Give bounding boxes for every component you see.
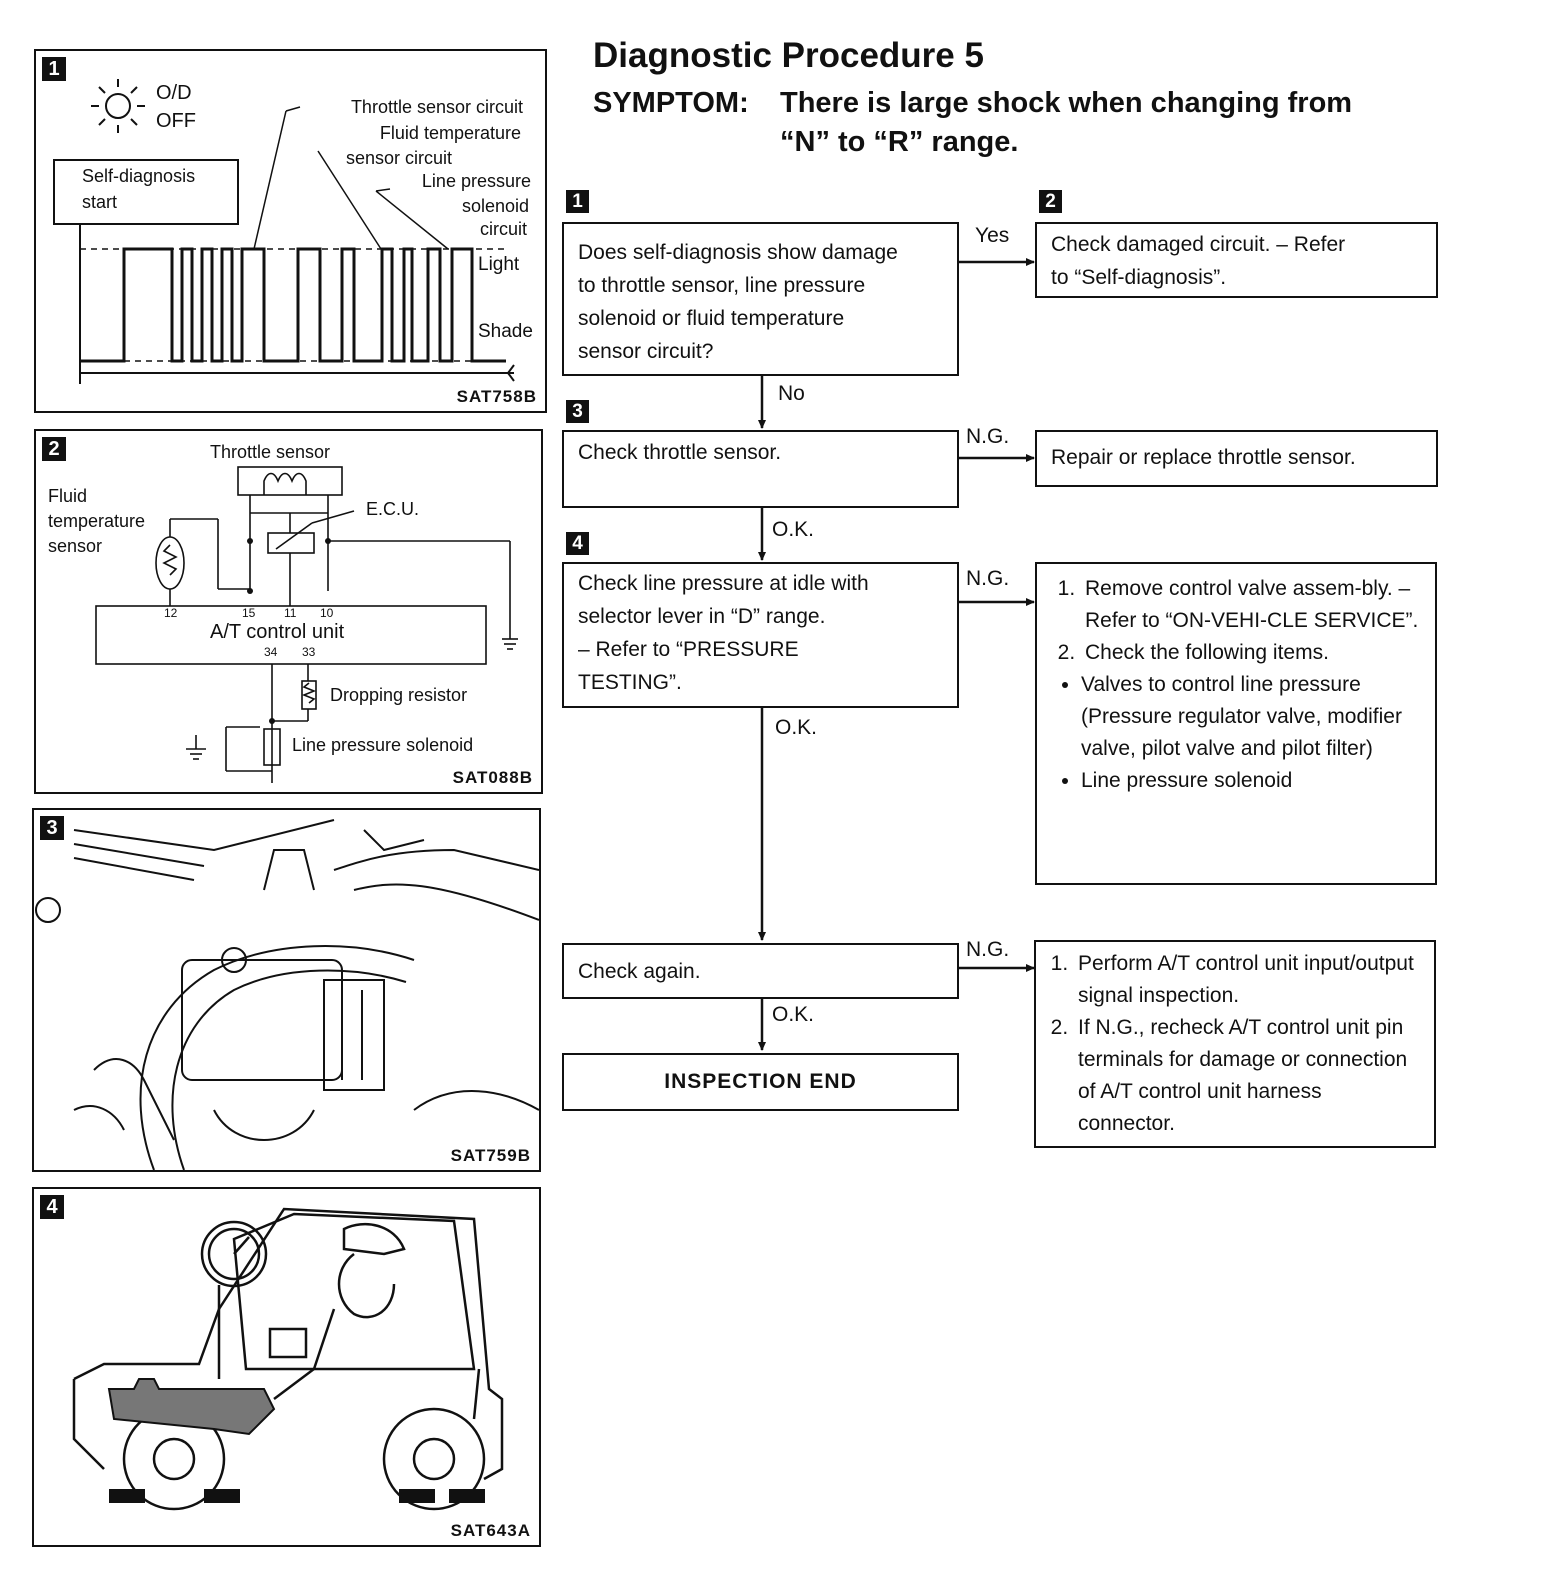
step-3-ng-text: Repair or replace throttle sensor. (1051, 446, 1356, 469)
step-4-line: selector lever in “D” range. (578, 605, 826, 628)
od-label: O/D (156, 82, 192, 104)
edge-label-yes: Yes (975, 224, 1010, 247)
inspection-end-box: INSPECTION END (562, 1053, 959, 1111)
self-diagnosis-waveform (53, 79, 515, 384)
check-again-box: Check again. (562, 943, 959, 999)
panel-throttle-sensor-illustration: 3 SAT759B (32, 808, 541, 1172)
step-4-ng-bullet: Valves to control line pressure (Pressur… (1081, 669, 1423, 765)
panel-number: 1 (42, 57, 66, 81)
line-pressure-label-2: solenoid (461, 196, 529, 216)
fluid-label-1: Fluid (48, 486, 88, 506)
step-1-line: Does self-diagnosis show damage (578, 241, 898, 264)
edge-label-no: No (778, 382, 805, 405)
shade-label: Shade (478, 321, 533, 342)
step-4-line: – Refer to “PRESSURE (578, 638, 799, 661)
step-4-line: TESTING”. (578, 671, 682, 694)
control-unit-label: A/T control unit (210, 621, 345, 643)
symptom-line-1: There is large shock when changing from (780, 87, 1353, 119)
fluid-label-3: sensor (48, 536, 103, 556)
step-1-question-box: Does self-diagnosis show damage to throt… (562, 222, 959, 376)
step-4-ng-list: Remove control valve assem-bly. – Refer … (1047, 573, 1423, 669)
step-1-badge: 1 (566, 190, 589, 213)
step-4-ng-item: Remove control valve assem-bly. – Refer … (1081, 573, 1423, 637)
panel-number: 3 (40, 816, 64, 840)
self-diagnosis-start-line1: Self-diagnosis (82, 166, 196, 186)
throttle-sensor-label: Throttle sensor (210, 442, 331, 462)
step-3-ng-box: Repair or replace throttle sensor. (1035, 430, 1438, 487)
step-4-ng-box: Remove control valve assem-bly. – Refer … (1035, 562, 1437, 885)
step-3-text: Check throttle sensor. (578, 441, 782, 464)
off-label: OFF (156, 110, 196, 132)
check-again-ng-item: If N.G., recheck A/T control unit pin te… (1074, 1012, 1422, 1140)
pin-label: 33 (302, 645, 316, 659)
step-4-line: Check line pressure at idle with (578, 572, 869, 595)
panel-self-diagnosis: 1 O/D OFF Self-diagnosis start Throttle … (34, 49, 547, 413)
line-pressure-solenoid-label: Line pressure solenoid (292, 735, 474, 755)
pin-label: 15 (242, 606, 256, 620)
wiring-schematic (95, 466, 518, 783)
edge-label-ok: O.K. (772, 1003, 815, 1026)
panel-wiring-diagram: 2 (34, 429, 543, 794)
panel-number: 4 (40, 1195, 64, 1219)
dropping-resistor-label: Dropping resistor (330, 685, 468, 705)
check-again-ng-list: Perform A/T control unit input/output si… (1040, 948, 1422, 1140)
page-title: Diagnostic Procedure 5 (593, 36, 984, 75)
pin-label: 12 (164, 606, 178, 620)
figure-id: SAT759B (450, 1146, 531, 1165)
figure-id: SAT758B (456, 387, 537, 406)
edge-label-ok: O.K. (775, 716, 818, 739)
throttle-sensor-circuit-label: Throttle sensor circuit (350, 97, 523, 117)
figure-id: SAT088B (452, 768, 533, 787)
step-4-ng-item: Check the following items. (1081, 637, 1423, 669)
panel-number: 2 (42, 437, 66, 461)
pin-label: 34 (264, 645, 278, 659)
panel-pressure-testing-illustration: 4 SAT643A (32, 1187, 541, 1547)
ecu-label: E.C.U. (366, 499, 420, 519)
figure-id: SAT643A (450, 1521, 531, 1540)
step-3-badge: 3 (566, 400, 589, 423)
edge-label-ok: O.K. (772, 518, 815, 541)
step-4-ng-bullets: Valves to control line pressure (Pressur… (1047, 669, 1423, 797)
pin-label: 11 (284, 606, 297, 620)
inspection-end-text: INSPECTION END (664, 1070, 857, 1093)
check-again-ng-item: Perform A/T control unit input/output si… (1074, 948, 1422, 1012)
edge-label-ng: N.G. (966, 567, 1010, 590)
symptom-label: SYMPTOM: (593, 87, 749, 119)
check-again-ng-box: Perform A/T control unit input/output si… (1034, 940, 1436, 1148)
symptom-line-2: “N” to “R” range. (780, 126, 1019, 158)
od-off-lamp-icon (91, 79, 145, 133)
step-2-line: to “Self-diagnosis”. (1051, 266, 1227, 289)
self-diagnosis-start-line2: start (82, 192, 118, 212)
step-2-badge: 2 (1039, 190, 1062, 213)
step-3-box: Check throttle sensor. (562, 430, 959, 508)
mechanic-pressure-gauge-illustration (72, 1207, 504, 1511)
light-label: Light (478, 254, 520, 275)
step-4-ng-bullet: Line pressure solenoid (1081, 765, 1423, 797)
engine-bay-illustration (35, 819, 539, 1170)
step-1-line: to throttle sensor, line pressure (578, 274, 866, 297)
line-pressure-label-3: circuit (479, 219, 527, 239)
step-1-line: solenoid or fluid temperature (578, 307, 845, 330)
pin-label: 10 (320, 606, 334, 620)
step-4-box: Check line pressure at idle with selecto… (562, 562, 959, 708)
line-pressure-label-1: Line pressure (421, 171, 531, 191)
edge-label-ng: N.G. (966, 425, 1010, 448)
fluid-label-2: temperature (48, 511, 146, 531)
step-4-badge: 4 (566, 532, 589, 555)
step-2-box: Check damaged circuit. – Refer to “Self-… (1035, 222, 1438, 298)
step-2-line: Check damaged circuit. – Refer (1051, 233, 1346, 256)
fluid-temp-label-2: sensor circuit (346, 148, 453, 168)
check-again-text: Check again. (578, 960, 701, 983)
edge-label-ng: N.G. (966, 938, 1010, 961)
step-1-line: sensor circuit? (578, 340, 714, 363)
fluid-temp-label-1: Fluid temperature (379, 123, 521, 143)
